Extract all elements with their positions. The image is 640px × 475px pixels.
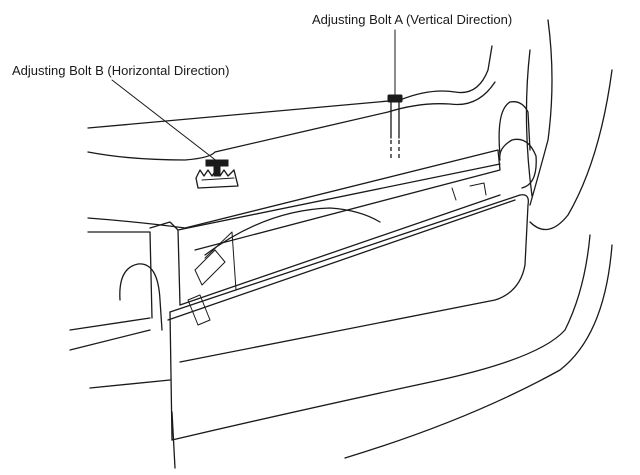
front-bumper [171,234,613,469]
adjusting-bolt-b-icon [195,159,239,189]
fender-contour [498,19,613,231]
left-wheel-arch [69,263,171,389]
headlamp-lens [167,182,529,441]
lamp-reflector [194,207,381,291]
callout-label-bolt-b: Adjusting Bolt B (Horizontal Direction) [12,63,230,78]
hood-edge [87,45,496,161]
callout-label-bolt-a: Adjusting Bolt A (Vertical Direction) [312,12,513,27]
adjusting-bolt-a-icon [387,94,403,158]
lamp-housing-frame [69,149,501,331]
callout-leader-b [111,79,219,163]
